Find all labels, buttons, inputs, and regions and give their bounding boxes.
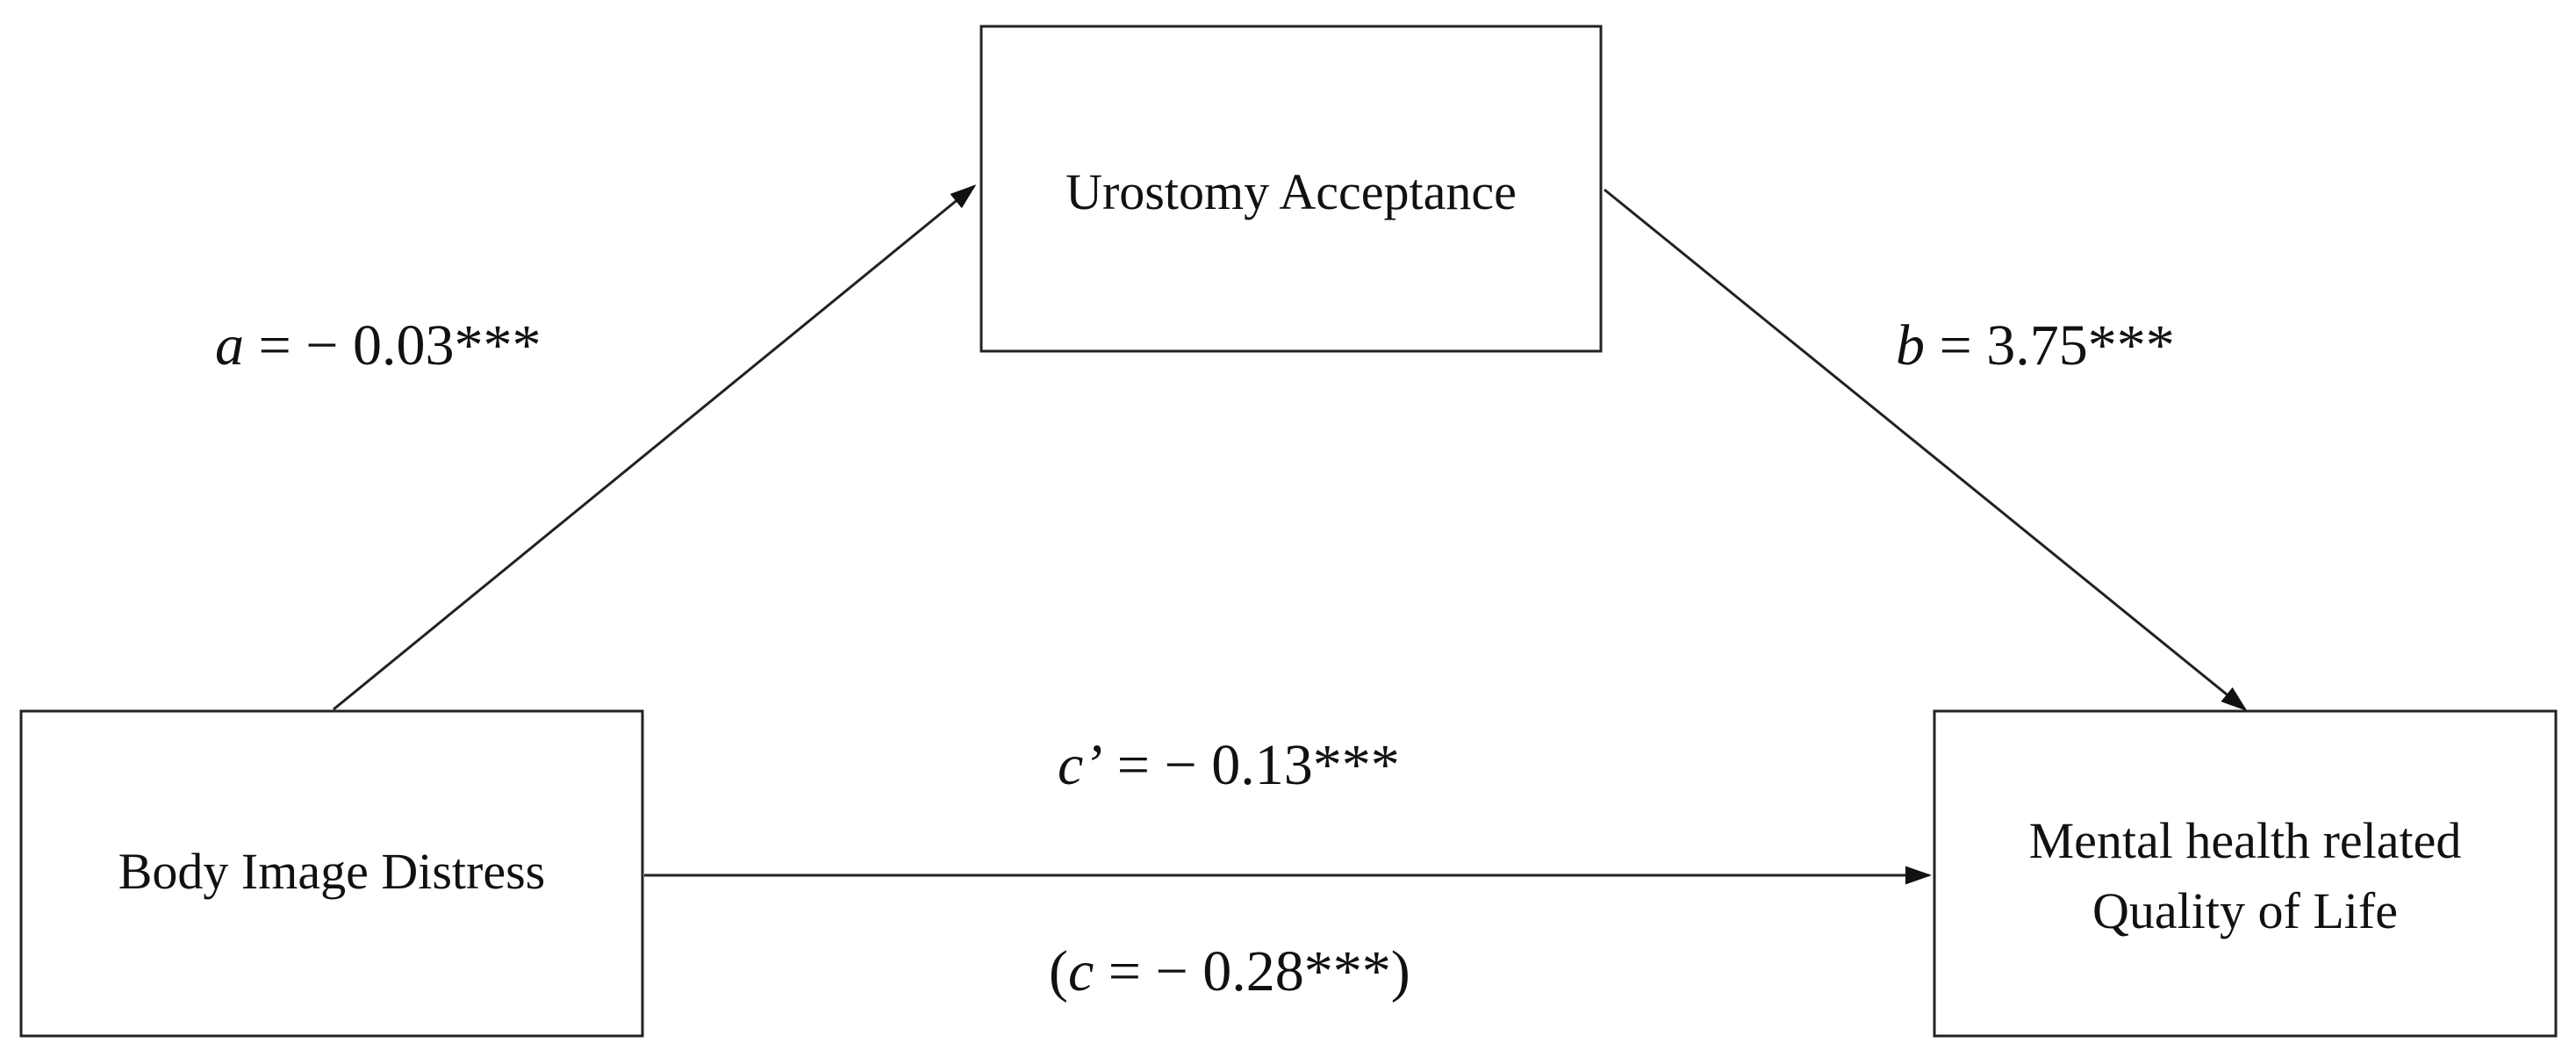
path-b-value: = 3.75*** [1925,313,2175,378]
path-b-arrow [1604,188,2248,711]
path-a-symbol: a [215,313,244,378]
outcome-label-line-2: Quality of Life [2092,882,2398,939]
path-b-symbol: b [1896,313,1925,378]
outcome-label-line-1: Mental health related [2029,812,2462,869]
path-b-label: b = 3.75*** [1896,313,2175,378]
path-a-label: a = − 0.03*** [215,313,541,378]
path-c-total-label: (c = − 0.28***) [1049,939,1410,1003]
outcome-box [1933,709,2558,1038]
mediator-label: Urostomy Acceptance [1066,163,1517,220]
path-c-total-symbol: c [1068,939,1094,1003]
path-c-prime-mark: ’ [1083,733,1102,797]
path-c-prime-value: = − 0.13*** [1102,733,1399,797]
path-c-total-value: = − 0.28***) [1094,939,1410,1003]
path-a-arrow [333,184,977,711]
predictor-box [19,709,644,1038]
path-a-value: = − 0.03*** [244,313,541,378]
path-c-prime-symbol: c [1058,733,1083,797]
mediator-box [979,25,1603,353]
path-c-total-open-paren: ( [1049,939,1068,1003]
predictor-label: Body Image Distress [118,843,546,900]
path-c-prime-label: c’ = − 0.13*** [1058,733,1400,797]
